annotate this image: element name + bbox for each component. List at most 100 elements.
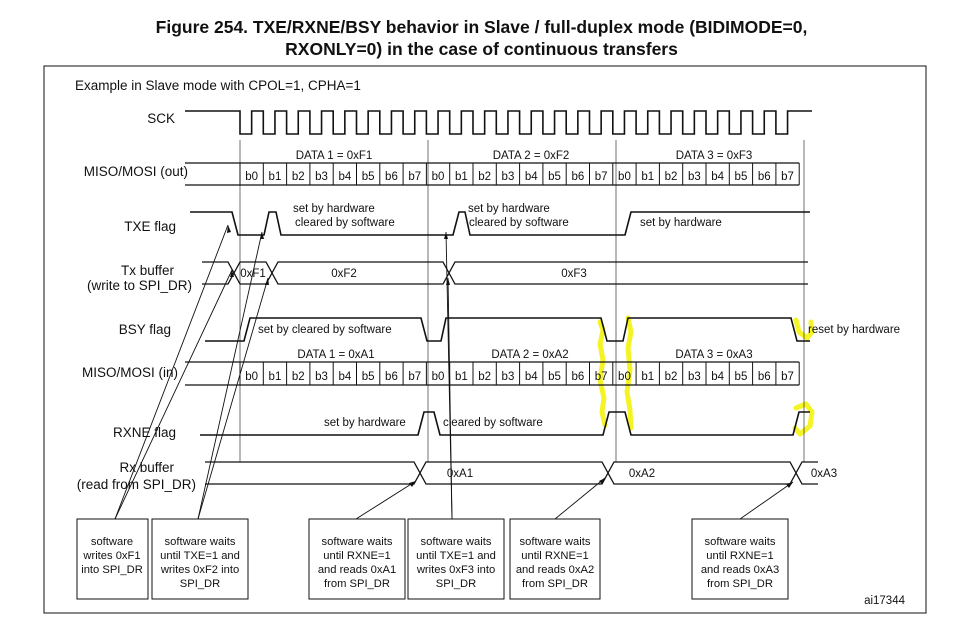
label-sck: SCK (147, 111, 175, 126)
out-bit-label: b4 (711, 171, 724, 183)
label-rx-buffer: Rx buffer (119, 460, 174, 475)
in-bit-label: b6 (571, 371, 584, 383)
out-bit-label: b3 (502, 171, 515, 183)
txe-note-set-3: set by hardware (640, 217, 722, 229)
in-bit-label: b1 (455, 371, 468, 383)
in-bit-label: b0 (432, 371, 445, 383)
figure-caption-line-1: Figure 254. TXE/RXNE/BSY behavior in Sla… (155, 17, 808, 37)
label-bsy-flag: BSY flag (119, 322, 171, 337)
bit-guide-lines (239, 140, 805, 462)
out-data-labels: DATA 1 = 0xF1 DATA 2 = 0xF2 DATA 3 = 0xF… (296, 150, 753, 162)
in-bit-label: b5 (362, 371, 375, 383)
box4-line1: software waits (421, 536, 492, 548)
box2-line1: software waits (165, 536, 236, 548)
rx-value-2: 0xA2 (629, 468, 655, 480)
label-miso-mosi-in: MISO/MOSI (in) (82, 365, 178, 380)
rxne-note-set: set by hardware (324, 417, 406, 429)
in-bit-label: b4 (525, 371, 538, 383)
box1-line2: writes 0xF1 (82, 550, 140, 562)
box3-line2: until RXNE=1 (323, 550, 390, 562)
out-bit-label: b3 (315, 171, 328, 183)
out-bit-label: b0 (432, 171, 445, 183)
bsy-flag-waveform (205, 317, 810, 342)
txe-notes: set by hardware cleared by software set … (293, 203, 722, 229)
in-bit-label: b1 (269, 371, 282, 383)
out-idle-line (185, 162, 240, 186)
in-bit-label: b2 (665, 371, 678, 383)
in-bit-label: b3 (502, 371, 515, 383)
txe-note-cleared-2: cleared by software (469, 217, 569, 229)
out-bit-label: b1 (269, 171, 282, 183)
rx-buffer-bus (205, 461, 818, 485)
highlight-marks (597, 315, 815, 437)
rxne-notes: set by hardware cleared by software (324, 417, 543, 429)
highlight-bsy-b0-mark (624, 315, 634, 431)
out-bit-label: b5 (548, 171, 561, 183)
txe-note-set-2: set by hardware (468, 203, 550, 215)
out-bit-label: b2 (665, 171, 678, 183)
box-reads-0xa2 (509, 518, 601, 600)
out-data-2-label: DATA 2 = 0xF2 (493, 150, 570, 162)
tx-buffer-bus (202, 261, 808, 285)
box3-line1: software waits (322, 536, 393, 548)
box4-line4: SPI_DR (436, 578, 476, 590)
in-data-3-label: DATA 3 = 0xA3 (675, 349, 752, 361)
in-bit-label: b3 (315, 371, 328, 383)
label-rx-buffer-sub: (read from SPI_DR) (77, 477, 196, 492)
box-writes-0xf2 (151, 518, 249, 600)
box5-line1: software waits (520, 536, 591, 548)
annotation-arrowheads (227, 225, 793, 488)
box-writes-0xf3 (407, 518, 505, 600)
out-bit-label: b6 (571, 171, 584, 183)
box6-line4: from SPI_DR (707, 578, 773, 590)
txe-note-set-1: set by hardware (293, 203, 375, 215)
out-bit-label: b7 (595, 171, 608, 183)
out-bit-label: b0 (618, 171, 631, 183)
out-bit-label: b6 (758, 171, 771, 183)
box5-line2: until RXNE=1 (521, 550, 588, 562)
bsy-notes: set by cleared by software reset by hard… (258, 324, 900, 336)
example-description: Example in Slave mode with CPOL=1, CPHA=… (75, 78, 361, 93)
out-bit-label: b2 (292, 171, 305, 183)
in-bit-label: b2 (292, 371, 305, 383)
rx-buffer-values: 0xA1 0xA2 0xA3 (447, 468, 837, 480)
out-bit-label: b7 (781, 171, 794, 183)
software-action-boxes (76, 518, 789, 600)
in-bit-label: b4 (338, 371, 351, 383)
label-rxne-flag: RXNE flag (113, 425, 176, 440)
rx-value-3: 0xA3 (811, 468, 837, 480)
figure-id: ai17344 (864, 595, 906, 607)
in-data-2-label: DATA 2 = 0xA2 (491, 349, 568, 361)
out-bit-label: b7 (408, 171, 421, 183)
label-txe-flag: TXE flag (124, 219, 176, 234)
in-bit-label: b6 (385, 371, 398, 383)
sck-clock-line (185, 110, 812, 135)
label-miso-mosi-out: MISO/MOSI (out) (84, 164, 188, 179)
in-bit-label: b7 (595, 371, 608, 383)
out-bit-label: b3 (688, 171, 701, 183)
box1-line1: software (91, 536, 133, 548)
box-reads-0xa1 (308, 518, 406, 600)
box1-line3: into SPI_DR (81, 564, 143, 576)
box2-line2: until TXE=1 and (160, 550, 240, 562)
annotation-arrows (114, 224, 794, 520)
txe-note-cleared-1: cleared by software (295, 217, 395, 229)
in-bit-label: b2 (478, 371, 491, 383)
box4-line2: until TXE=1 and (416, 550, 496, 562)
in-bit-label: b5 (735, 371, 748, 383)
in-bit-label: b6 (758, 371, 771, 383)
in-bit-label: b3 (688, 371, 701, 383)
sck-waveform (185, 110, 812, 135)
box6-line3: and reads 0xA3 (701, 564, 779, 576)
label-tx-buffer-sub: (write to SPI_DR) (87, 278, 192, 293)
bsy-note-set-cleared: set by cleared by software (258, 324, 392, 336)
txe-flag-waveform (190, 211, 810, 236)
